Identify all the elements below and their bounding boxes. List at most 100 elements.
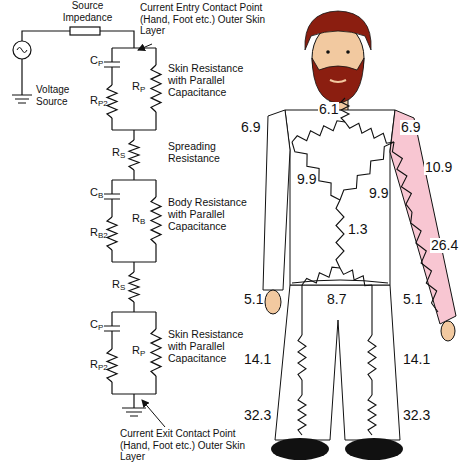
resistor-symbol — [151, 65, 161, 112]
component-symbol: C — [90, 318, 98, 331]
resistance-value: 5.1 — [402, 292, 423, 307]
shoe — [345, 438, 403, 460]
resistance-value: 9.9 — [296, 172, 317, 187]
wire — [133, 262, 134, 312]
resistor-symbol — [292, 142, 340, 200]
component-symbol: C — [90, 186, 98, 199]
component-subscript: P2 — [98, 364, 108, 372]
component-subscript: S — [120, 152, 125, 160]
annotation: Spreading Resistance — [168, 140, 248, 164]
belt-line — [292, 280, 388, 283]
annotation: Source Impedance — [55, 0, 120, 23]
sine-symbol — [17, 48, 27, 53]
mouth — [330, 80, 346, 82]
wire — [133, 130, 134, 180]
leader-arrow — [138, 44, 152, 50]
component-symbol: R — [112, 278, 120, 291]
resistor-symbol — [341, 98, 349, 122]
eye — [346, 50, 350, 54]
component-symbol: R — [132, 344, 140, 357]
resistance-value: 6.9 — [240, 120, 261, 135]
resistance-value: 32.3 — [243, 408, 272, 423]
resistance-value: 32.3 — [402, 408, 431, 423]
resistance-value: 14.1 — [402, 352, 431, 367]
shirt — [285, 110, 395, 285]
annotation: Body Resistance with Parallel Capacitanc… — [168, 196, 258, 232]
resistor-symbol — [107, 349, 117, 382]
wire — [155, 312, 156, 394]
component-subscript: P — [140, 350, 145, 358]
resistor-symbol — [107, 85, 117, 118]
resistor-symbol — [292, 121, 345, 142]
resistor-symbol — [345, 122, 394, 143]
resistor-symbol — [298, 335, 306, 380]
left-arm — [263, 110, 290, 290]
resistor-symbol — [129, 272, 139, 302]
eye — [326, 50, 330, 54]
component-subscript: S — [120, 284, 125, 292]
resistance-value: 6.9 — [400, 120, 421, 135]
hand — [441, 321, 455, 341]
hair — [305, 11, 371, 50]
capacitor-symbol — [104, 194, 120, 199]
wire — [112, 180, 156, 262]
component-subscript: B — [98, 192, 103, 200]
annotation: Current Entry Contact Point (Hand, Foot … — [140, 2, 268, 37]
resistance-value: 26.4 — [430, 238, 459, 253]
component-subscript: B — [140, 218, 145, 226]
component-subscript: P — [98, 60, 103, 68]
component-subscript: P2 — [98, 100, 108, 108]
resistor-symbol — [368, 335, 376, 380]
component-subscript: P — [140, 86, 145, 94]
resistor-symbol — [129, 140, 139, 170]
ground-symbol — [122, 394, 146, 416]
component-symbol: R — [90, 358, 98, 371]
annotation: Skin Resistance with Parallel Capacitanc… — [168, 62, 258, 98]
pants — [275, 285, 400, 440]
component-symbol: R — [90, 94, 98, 107]
resistance-value: 14.1 — [243, 352, 272, 367]
wire — [112, 312, 156, 394]
resistor-symbol — [151, 329, 161, 376]
annotation: Voltage Source — [36, 84, 86, 107]
resistance-value: 8.7 — [326, 292, 347, 307]
component-symbol: R — [132, 212, 140, 225]
resistor-symbol — [392, 142, 412, 212]
resistor-symbol — [302, 267, 340, 285]
resistor-symbol — [340, 142, 394, 200]
resistor-symbol — [340, 268, 372, 286]
resistor-symbol — [298, 395, 306, 435]
capacitor-symbol — [104, 62, 120, 67]
resistance-value: 5.1 — [243, 292, 264, 307]
beard — [312, 58, 364, 103]
wire — [112, 48, 156, 130]
component-symbol: R — [90, 226, 98, 239]
impedance-symbol — [70, 27, 100, 35]
circuit-wires — [104, 48, 161, 394]
resistance-value: 10.9 — [424, 160, 453, 175]
component-subscript: P — [98, 324, 103, 332]
leader-arrow — [142, 400, 165, 427]
capacitor-symbol — [104, 326, 120, 331]
resistor-symbol — [151, 197, 161, 244]
component-symbol: C — [90, 54, 98, 67]
shoe — [271, 438, 329, 460]
component-symbol: R — [112, 146, 120, 159]
resistance-value: 1.3 — [347, 222, 368, 237]
hand — [265, 290, 281, 314]
resistor-symbol — [368, 395, 376, 435]
resistor-symbol — [336, 200, 344, 268]
voltage-source-symbol — [13, 41, 31, 59]
component-symbol: R — [132, 80, 140, 93]
wire — [155, 48, 156, 130]
resistance-value: 9.9 — [368, 186, 389, 201]
resistance-value: 6.1 — [318, 102, 339, 117]
annotation: Current Exit Contact Point (Hand, Foot e… — [120, 428, 250, 463]
component-subscript: B2 — [98, 232, 108, 240]
right-arm-highlighted — [390, 110, 456, 324]
body-resistor-network — [292, 98, 438, 435]
wire — [155, 180, 156, 262]
wire — [302, 285, 372, 395]
resistor-symbol — [107, 217, 117, 250]
